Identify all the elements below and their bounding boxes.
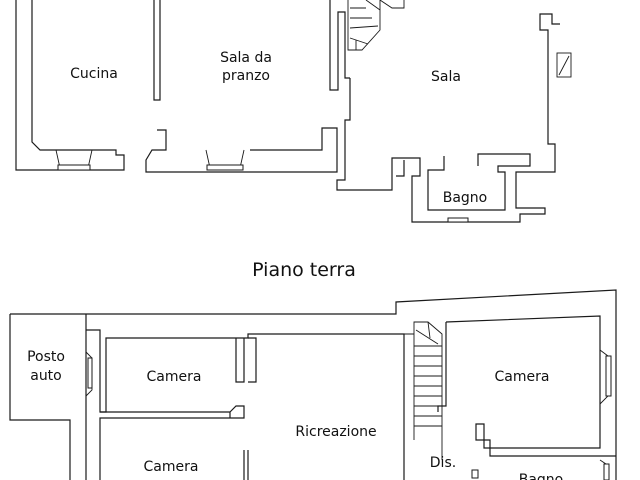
kitchen-walls — [15, 0, 125, 171]
dining-window — [205, 149, 245, 171]
living-walls — [336, 13, 560, 223]
kitchen-dining-partition-lower — [145, 127, 338, 173]
ground-staircase — [347, 0, 405, 51]
label-bedroom-2: Camera — [144, 459, 199, 475]
label-ground-bathroom: Bagno — [443, 190, 488, 206]
bedrooms-dividing-wall — [99, 405, 245, 480]
kitchen-window — [55, 149, 93, 171]
ground-floor-plan: Cucina Sala da pranzo Sala Bagno Piano t… — [15, 0, 572, 281]
label-hallway: Dis. — [430, 455, 456, 471]
first-floor-plan: Posto auto Camera Camera Ricreazione Dis… — [9, 289, 617, 480]
bedroom3-window — [599, 349, 612, 405]
bathroom-window — [447, 217, 469, 223]
label-first-bathroom: Bagno — [519, 472, 564, 480]
label-recreation: Ricreazione — [295, 424, 376, 440]
ground-floor-caption: Piano terra — [252, 259, 356, 281]
label-bedroom-3: Camera — [495, 369, 550, 385]
first-floor-staircase — [404, 321, 443, 460]
bathroom-window-upper — [599, 459, 610, 480]
living-fireplace — [556, 52, 572, 78]
dining-stair-wall — [329, 0, 350, 91]
living-inner-walls — [396, 153, 531, 211]
parking-window — [87, 357, 93, 389]
recreation-partition — [243, 337, 257, 480]
label-parking-line1: Posto — [27, 349, 65, 365]
bedroom1-east-wall — [235, 338, 245, 383]
label-dining-line1: Sala da — [220, 50, 272, 66]
kitchen-dining-partition-upper — [153, 0, 161, 101]
bathroom-door-detail — [471, 469, 479, 479]
first-floor-outer-walls — [9, 289, 617, 480]
label-parking-line2: auto — [30, 368, 62, 384]
label-living: Sala — [431, 69, 461, 85]
label-kitchen: Cucina — [70, 66, 118, 82]
bedroom3-walls — [437, 315, 616, 457]
label-dining-line2: pranzo — [222, 68, 270, 84]
label-bedroom-1: Camera — [147, 369, 202, 385]
parking-separation-wall — [86, 329, 405, 480]
